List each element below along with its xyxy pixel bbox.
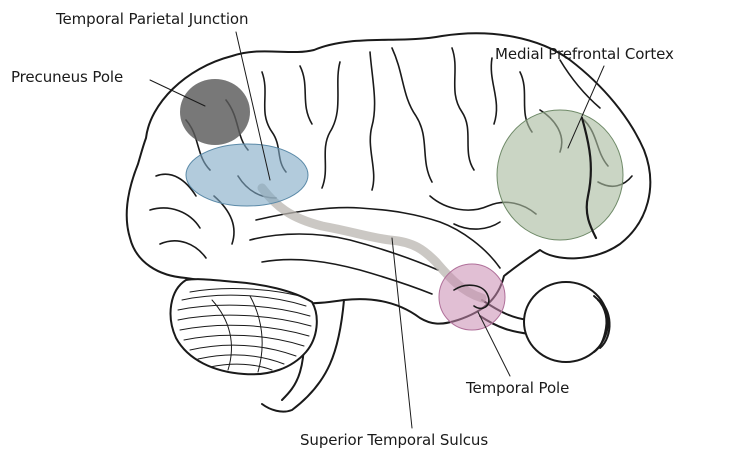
temporal-parietal-junction-region — [186, 144, 308, 206]
label-precuneus-pole: Precuneus Pole — [11, 70, 123, 85]
cerebellum-outline — [171, 279, 317, 374]
label-medial-prefrontal-cortex: Medial Prefrontal Cortex — [495, 47, 674, 62]
cerebellum-icon — [171, 279, 317, 374]
label-temporal-pole: Temporal Pole — [466, 381, 569, 396]
precuneus-pole-region — [180, 79, 250, 145]
medial-prefrontal-cortex-region — [497, 110, 623, 240]
label-temporal-parietal-junction: Temporal Parietal Junction — [56, 12, 248, 27]
temporal-pole-region — [439, 264, 505, 330]
label-superior-temporal-sulcus: Superior Temporal Sulcus — [300, 433, 488, 448]
sts-leader — [392, 238, 412, 428]
